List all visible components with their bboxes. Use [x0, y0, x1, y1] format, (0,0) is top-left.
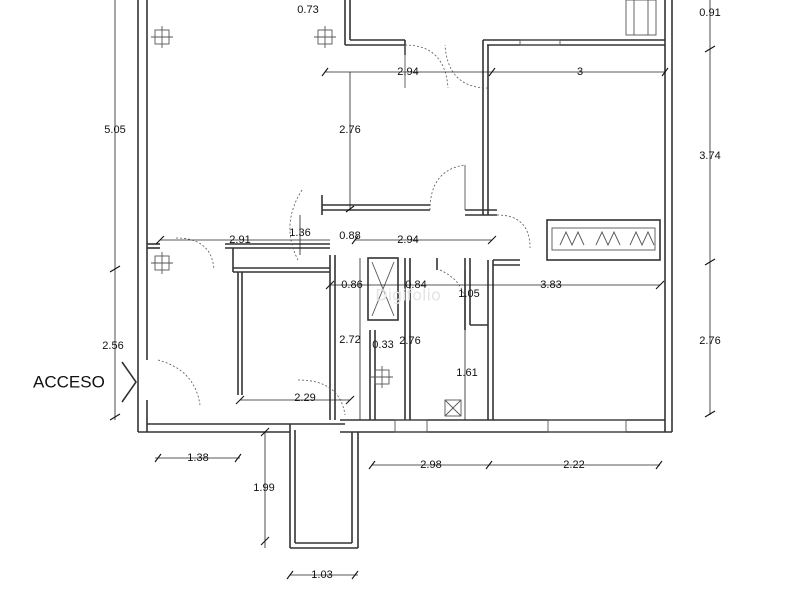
dimension-label: 0.73: [297, 4, 318, 16]
dimension-label: 2.72: [339, 334, 360, 346]
dimension-label: 0.86: [341, 279, 362, 291]
dimension-label: 0.84: [405, 279, 426, 291]
dimension-label: 3: [577, 66, 583, 78]
dimension-label: 1.61: [456, 367, 477, 379]
dimension-label: 2.94: [397, 66, 418, 78]
dimension-label: 3.74: [699, 150, 720, 162]
dimension-label: 1.36: [289, 227, 310, 239]
dimension-label: 2.91: [229, 234, 250, 246]
dimension-label: 1.05: [458, 288, 479, 300]
dimension-label: 2.22: [563, 459, 584, 471]
dimension-label: 2.29: [294, 392, 315, 404]
dimension-label: 0.33: [372, 339, 393, 351]
dimension-label: 2.98: [420, 459, 441, 471]
dimension-label: 2.94: [397, 234, 418, 246]
dimension-label: 2.76: [699, 335, 720, 347]
dimension-label: 2.76: [339, 124, 360, 136]
watermark: Digifolio: [375, 286, 440, 305]
dimension-label: 1.99: [253, 482, 274, 494]
dimension-label: 0.88: [339, 230, 360, 242]
dimension-label: 1.38: [187, 452, 208, 464]
dimension-label: 3.83: [540, 279, 561, 291]
dimension-label: 0.91: [699, 7, 720, 19]
dimension-label: 2.76: [399, 335, 420, 347]
dimension-label: 1.03: [311, 569, 332, 581]
doors: [121, 44, 531, 416]
dimension-label: 5.05: [104, 124, 125, 136]
dimension-lines: [109, 0, 716, 580]
entrance-label: ACCESO: [33, 372, 105, 391]
fixtures: [151, 26, 655, 417]
dimension-label: 2.56: [102, 340, 123, 352]
